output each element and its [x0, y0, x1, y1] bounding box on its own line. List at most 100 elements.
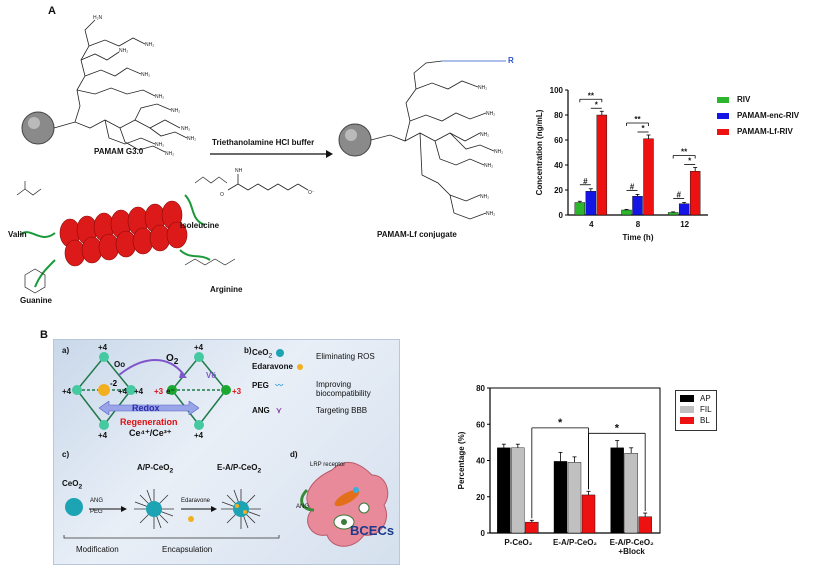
lrp-receptor-label: LRP receptor — [310, 462, 346, 468]
legend-swatch-ap — [680, 395, 694, 403]
component-peg: PEG 〰 Improving biocompatibility — [252, 380, 371, 398]
bar-riv-2 — [667, 212, 679, 216]
bar-ap-2 — [610, 447, 624, 534]
y-axis-label: Concentration (ng/mL) — [535, 109, 544, 195]
significance-label-double-star: ** — [634, 115, 641, 124]
svg-text:NH₂: NH₂ — [187, 136, 196, 142]
charge-label-7: +4 — [118, 387, 128, 396]
svg-text:NH₂: NH₂ — [494, 149, 503, 155]
x-tick-label: E-A/P-CeO₂ — [610, 538, 654, 547]
charge-label-4: +4 — [98, 431, 108, 440]
y-tick-label: 60 — [476, 420, 485, 429]
component-list: CeO2 Edaravone Eliminating ROS PEG 〰 Imp… — [252, 348, 397, 420]
significance-label-star: * — [595, 100, 599, 109]
encapsulation-label: Encapsulation — [162, 545, 213, 554]
charge-label-1: +4 — [98, 343, 108, 352]
charge-label-2: +4 — [62, 387, 72, 396]
pamam-lf-conjugate-illustration: NH₂ NH₂ NH₂ NH₂ NH₂ NH₂ NH₂ R — [338, 56, 514, 220]
y-tick-label: 80 — [554, 111, 563, 120]
charge-label-8: +3 — [154, 387, 164, 396]
pamam-core-sphere — [21, 111, 55, 145]
bcecs-label: BCECs — [350, 523, 395, 538]
bar-fil-1 — [567, 462, 582, 534]
svg-text:NH₂: NH₂ — [484, 163, 493, 169]
charge-label-6: +4 — [194, 431, 204, 440]
bar-riv-0 — [574, 202, 586, 216]
charge-label-3: +4 — [134, 387, 144, 396]
svg-text:NH₂: NH₂ — [119, 48, 128, 54]
conjugate-caption: PAMAM-Lf conjugate — [377, 230, 457, 239]
vo-label: Vö — [206, 371, 217, 380]
synth-peg-label: PEG — [90, 509, 103, 515]
x-tick-label: 8 — [636, 220, 641, 229]
peg-icon: 〰 — [275, 381, 284, 390]
bar-pamam-enc-riv-0 — [585, 191, 597, 216]
x-tick-label: +Block — [618, 547, 645, 556]
legend-item-fil: FIL — [680, 405, 712, 414]
svg-text:NH₂: NH₂ — [165, 151, 174, 157]
bar-pamam-lf-riv-1 — [643, 138, 654, 216]
svg-text:NH₂: NH₂ — [478, 85, 487, 91]
svg-text:NH₂: NH₂ — [145, 42, 154, 48]
significance-label-hash: # — [676, 191, 681, 200]
edaravone-icon — [297, 363, 304, 370]
y-tick-label: 0 — [559, 211, 564, 220]
charge-label-9: +3 — [232, 387, 242, 396]
synth-reagent-label: Edaravone — [181, 498, 211, 504]
bar-pamam-lf-riv-0 — [596, 114, 608, 216]
significance-label-star: * — [558, 417, 563, 429]
svg-text:R: R — [508, 56, 514, 65]
legend-item-ap: AP — [680, 394, 712, 403]
svg-text:NH₂: NH₂ — [486, 111, 495, 117]
legend-swatch-pamam-lf-riv — [717, 128, 729, 135]
bar-pamam-lf-riv-2 — [689, 171, 701, 216]
svg-text:NH₂: NH₂ — [181, 126, 190, 132]
bar-fil-0 — [511, 447, 525, 534]
cell-ang-label: ANG — [296, 504, 310, 510]
y-tick-label: 80 — [476, 384, 485, 393]
component-ang: ANG ⋎ Targeting BBB — [252, 406, 368, 415]
synth-end-label: E-A/P-CeO2 — [217, 463, 262, 475]
bcec-cell-illustration — [300, 461, 389, 547]
legend-swatch-pamam-enc-riv — [717, 112, 729, 119]
eliminating-ros-text: Eliminating ROS — [316, 352, 375, 361]
y-tick-label: 40 — [554, 161, 563, 170]
synthesis-route-illustration — [63, 489, 280, 539]
o2-label: O2 — [166, 353, 179, 366]
significance-label-double-star: ** — [681, 148, 688, 157]
significance-label-hash: # — [583, 177, 588, 186]
bar-fil-2 — [624, 453, 638, 534]
ov-label: Oo — [114, 360, 126, 369]
regeneration-label: Regeneration — [120, 417, 178, 427]
legend-swatch-fil — [680, 406, 694, 414]
significance-label-hash: # — [630, 182, 635, 191]
x-tick-label: E-A/P-CeO₂ — [553, 538, 597, 547]
pamam-caption: PAMAM G3.0 — [94, 147, 144, 156]
panel-a-label: A — [48, 5, 56, 17]
component-ceo2: CeO2 — [252, 348, 397, 362]
svg-text:NH: NH — [235, 168, 243, 174]
concentration-legend: RIV PAMAM-enc-RIV PAMAM-Lf-RIV — [717, 95, 799, 143]
ceo2-icon — [276, 348, 285, 357]
svg-text:O: O — [220, 192, 224, 198]
bar-bl-2 — [638, 516, 652, 534]
svg-text:NH₂: NH₂ — [141, 72, 150, 78]
bar-riv-1 — [621, 209, 632, 216]
synth-start-label: CeO2 — [62, 479, 83, 491]
y-tick-label: 100 — [550, 86, 564, 95]
bar-ap-1 — [553, 461, 568, 534]
legend-item-riv: RIV — [717, 95, 799, 104]
redox-double-arrow — [99, 401, 199, 415]
y-tick-label: 0 — [481, 529, 486, 538]
y-tick-label: 40 — [476, 457, 485, 466]
significance-label-star: * — [615, 422, 620, 434]
synth-ang-label: ANG — [90, 498, 104, 504]
bar-pamam-enc-riv-1 — [632, 196, 643, 216]
significance-label-star: * — [688, 157, 692, 166]
svg-text:NH₂: NH₂ — [155, 94, 164, 100]
isoleucine-label: Isoleucine — [180, 221, 220, 230]
modification-label: Modification — [76, 545, 119, 554]
svg-text:NH₂: NH₂ — [486, 211, 495, 217]
